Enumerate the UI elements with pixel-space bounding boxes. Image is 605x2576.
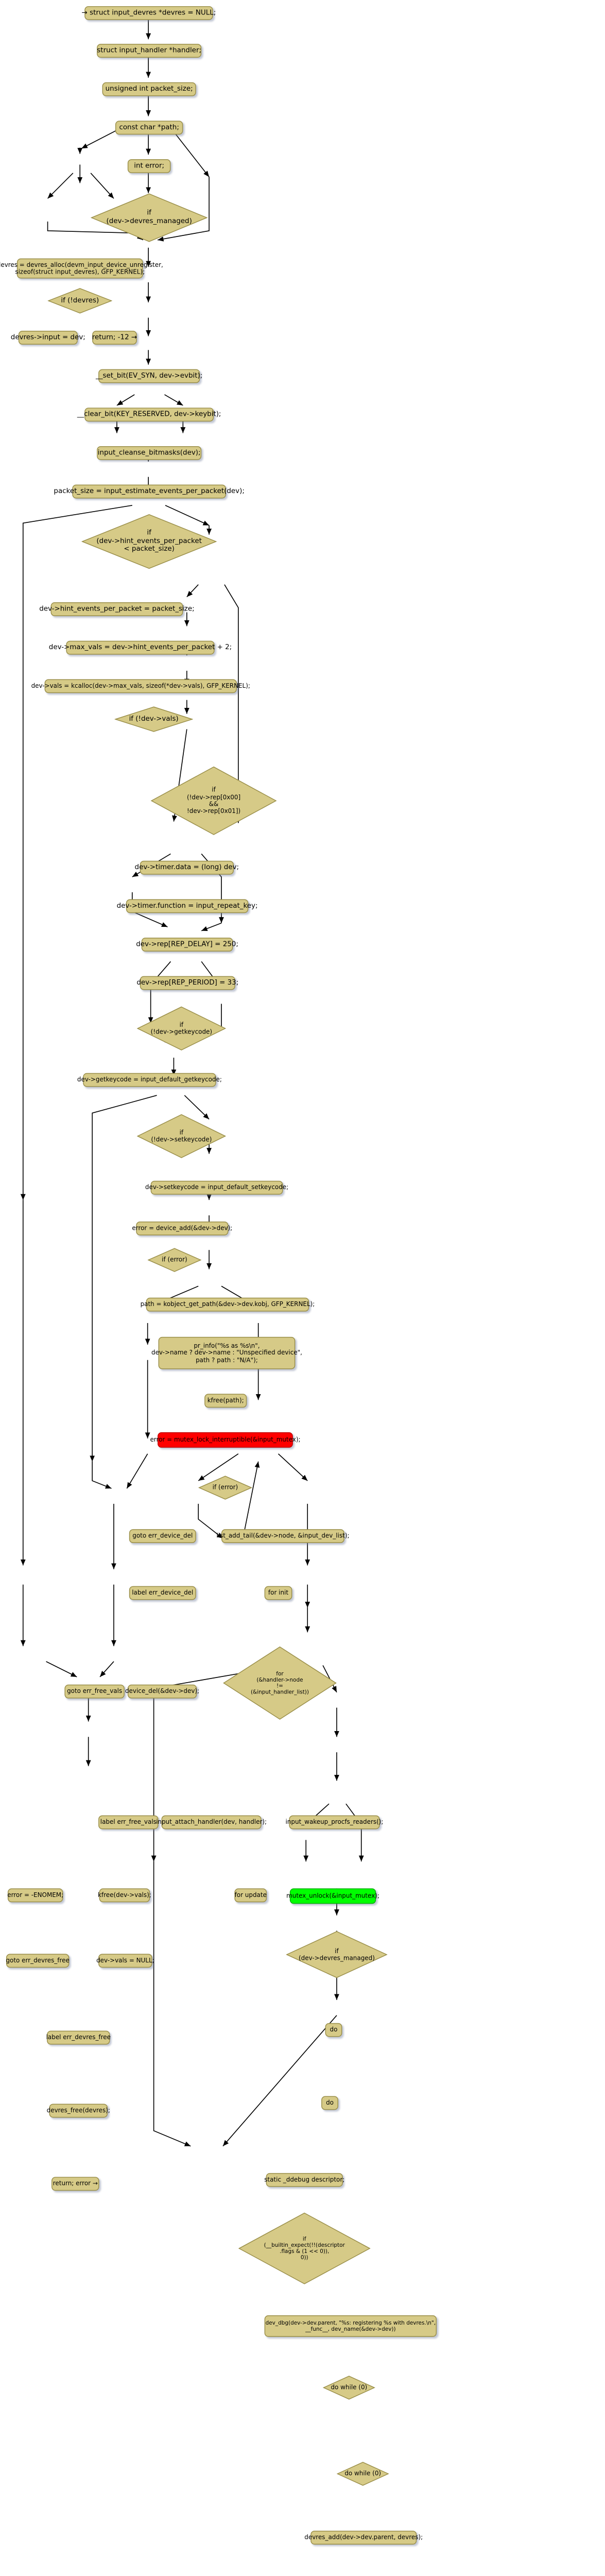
node-vals-kcalloc: dev->vals = kcalloc(dev->max_vals, sizeo… — [31, 679, 250, 693]
node-rep-period-assign: dev->rep[REP_PERIOD] = 33; — [136, 976, 238, 990]
node-declare-path: const char *path; — [115, 121, 183, 135]
node-do-while-zero-outer: do while (0) — [336, 2462, 389, 2486]
node-do-while-zero-inner: do while (0) — [323, 2376, 375, 2400]
node-setkeycode-default: dev->setkeycode = input_default_setkeyco… — [145, 1180, 288, 1195]
node-declare-error: int error; — [127, 159, 171, 173]
node-label: do while (0) — [344, 2470, 382, 2478]
node-declare-devres: → struct input_devres *devres = NULL; — [82, 6, 216, 20]
node-return-enomem: return; -12 → — [92, 331, 137, 345]
node-label: if (!dev->getkeycode) — [150, 1021, 213, 1036]
node-label: if (dev->devres_managed) — [299, 1947, 375, 1962]
node-label-err-free-vals: label err_free_vals — [98, 1815, 159, 1829]
node-kobject-get-path: path = kobject_get_path(&dev->dev.kobj, … — [141, 1297, 315, 1312]
node-if-no-getkeycode: if (!dev->getkeycode) — [136, 1006, 226, 1051]
node-kfree-path: kfree(path); — [204, 1394, 247, 1408]
node-if-devres-managed-2: if (dev->devres_managed) — [286, 1931, 388, 1979]
node-label: if (!devres) — [61, 296, 99, 304]
node-if-no-rep: if (!dev->rep[0x00] && !dev->rep[0x01]) — [150, 766, 277, 835]
node-for-handler-loop: for (&handler->node != (&input_handler_l… — [223, 1646, 337, 1720]
node-kfree-vals: kfree(dev->vals); — [98, 1888, 151, 1903]
node-max-vals-assign: dev->max_vals = dev->hint_events_per_pac… — [49, 640, 232, 655]
node-label: if (error) — [212, 1484, 238, 1491]
node-packet-size-estimate: packet_size = input_estimate_events_per_… — [54, 484, 245, 499]
node-list-add-tail: list_add_tail(&dev->node, &input_dev_lis… — [216, 1529, 350, 1544]
node-devres-free: devres_free(devres); — [47, 2104, 110, 2118]
node-rep-delay-assign: dev->rep[REP_DELAY] = 250; — [136, 938, 238, 952]
node-if-builtin-expect: if (__builtin_expect(!!(descriptor .flag… — [238, 2212, 371, 2284]
node-if-error-mutex: if (error) — [198, 1476, 252, 1500]
node-goto-err-devres-free: goto err_devres_free — [6, 1954, 70, 1968]
node-goto-err-free-vals: goto err_free_vals — [64, 1684, 125, 1699]
node-label: if (!dev->vals) — [129, 715, 179, 723]
node-device-del: device_del(&dev->dev); — [125, 1684, 199, 1699]
node-devres-add: devres_add(dev->dev.parent, devres); — [304, 2531, 423, 2545]
node-input-attach-handler: input_attach_handler(dev, handler); — [156, 1815, 267, 1829]
node-for-init: for init — [264, 1586, 292, 1600]
node-mutex-lock-interruptible: error = mutex_lock_interruptible(&input_… — [150, 1432, 301, 1448]
node-label: for (&handler->node != (&input_handler_l… — [250, 1670, 309, 1696]
node-input-cleanse-bitmasks: input_cleanse_bitmasks(dev); — [97, 446, 202, 460]
node-input-wakeup-procfs-readers: input_wakeup_procfs_readers(); — [285, 1815, 383, 1829]
node-label: if (error) — [162, 1256, 187, 1263]
node-declare-packet-size: unsigned int packet_size; — [102, 82, 196, 96]
node-label-err-devres-free: label err_devres_free — [46, 2030, 111, 2045]
node-clear-bit-key-reserved: __clear_bit(KEY_RESERVED, dev->keybit); — [77, 408, 221, 422]
node-goto-err-device-del: goto err_device_del — [129, 1529, 196, 1544]
node-label: if (!dev->rep[0x00] && !dev->rep[0x01]) — [186, 786, 241, 815]
node-for-update: for update — [234, 1888, 267, 1903]
node-static-ddebug-descriptor: static _ddebug descriptor; — [264, 2173, 344, 2187]
node-error-enomem: error = -ENOMEM; — [7, 1888, 63, 1903]
node-do-inner: do — [321, 2096, 338, 2110]
node-vals-null: dev->vals = NULL; — [96, 1954, 154, 1968]
node-if-hint-lt-packet: if (dev->hint_events_per_packet < packet… — [81, 514, 217, 569]
node-getkeycode-default: dev->getkeycode = input_default_getkeyco… — [77, 1073, 222, 1087]
node-do-outer: do — [325, 2023, 342, 2037]
node-label: if (!dev->setkeycode) — [151, 1129, 212, 1143]
node-set-bit-ev-syn: __set_bit(EV_SYN, dev->evbit); — [96, 369, 202, 383]
node-mutex-unlock: mutex_unlock(&input_mutex); — [286, 1888, 379, 1904]
node-label: do while (0) — [331, 2384, 368, 2391]
node-device-add: error = device_add(&dev->dev); — [132, 1221, 232, 1235]
node-devres-input-assign: devres->input = dev; — [11, 331, 85, 345]
node-timer-data-assign: dev->timer.data = (long) dev; — [135, 860, 239, 875]
node-return-error: return; error → — [51, 2177, 99, 2191]
node-timer-function-assign: dev->timer.function = input_repeat_key; — [117, 899, 258, 913]
node-label-err-device-del: label err_device_del — [129, 1586, 196, 1600]
node-if-no-setkeycode: if (!dev->setkeycode) — [136, 1114, 226, 1159]
node-hint-events-assign: dev->hint_events_per_packet = packet_siz… — [39, 602, 195, 616]
node-if-error-device-add: if (error) — [147, 1248, 202, 1273]
node-label: if (__builtin_expect(!!(descriptor .flag… — [264, 2235, 345, 2261]
node-if-devres-managed: if (dev->devres_managed) — [91, 193, 208, 243]
node-pr-info: pr_info("%s as %s\n", dev->name ? dev->n… — [151, 1336, 302, 1369]
node-label: if (dev->hint_events_per_packet < packet… — [96, 529, 202, 553]
node-label: if (dev->devres_managed) — [106, 209, 192, 226]
node-dev-dbg: dev_dbg(dev->dev.parent, "%s: registerin… — [264, 2315, 437, 2337]
node-declare-handler: struct input_handler *handler; — [97, 44, 202, 58]
node-if-not-devres: if (!devres) — [47, 287, 112, 314]
node-devres-alloc: devres = devres_alloc(devm_input_device_… — [0, 258, 163, 279]
node-if-not-vals: if (!dev->vals) — [114, 706, 193, 733]
